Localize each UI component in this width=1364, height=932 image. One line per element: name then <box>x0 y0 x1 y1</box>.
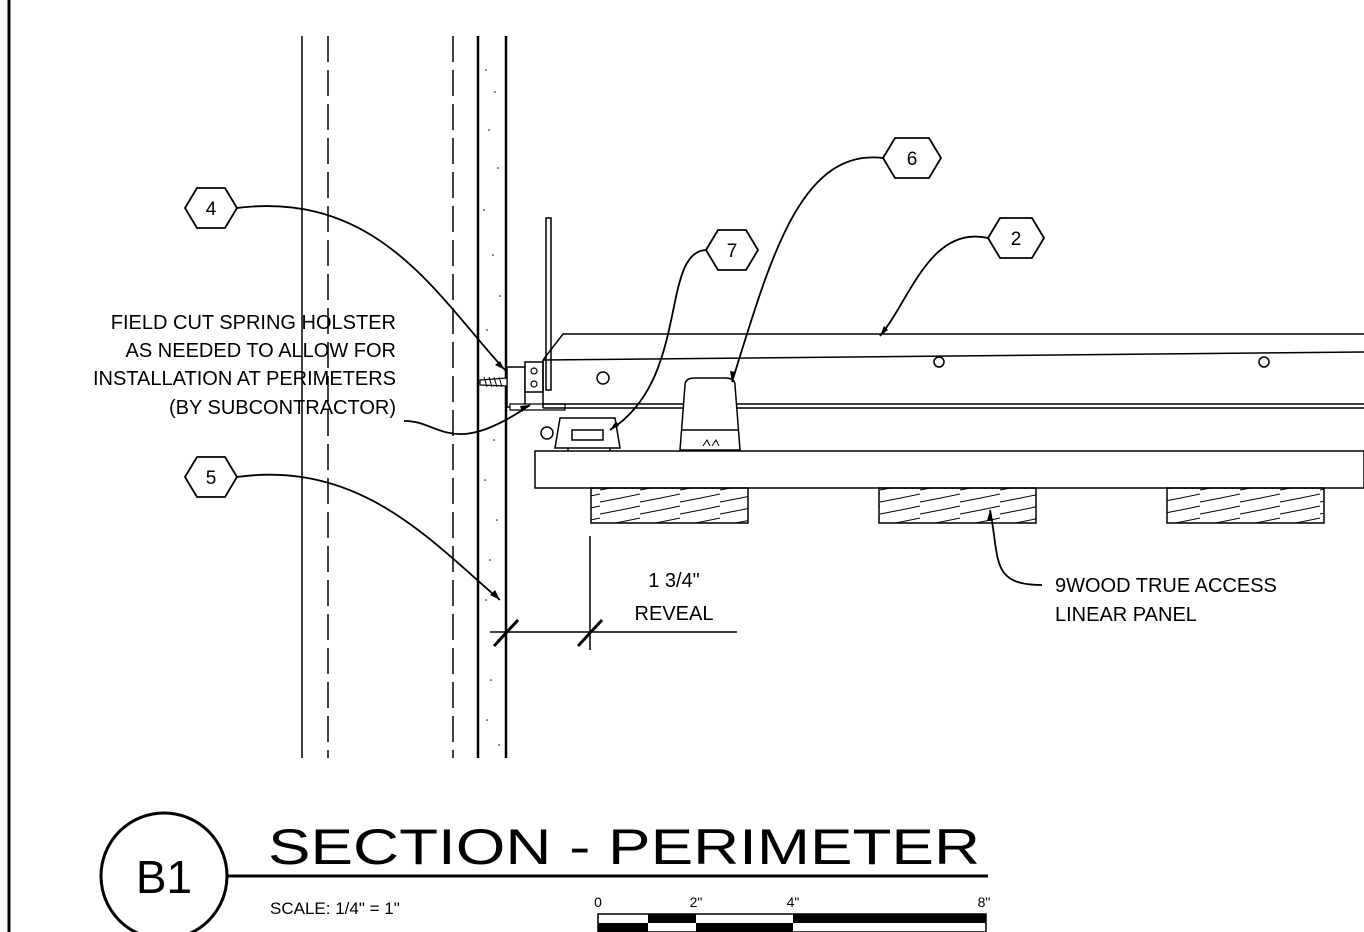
reveal-dimension <box>490 536 737 650</box>
scale-tick-8: 8" <box>978 894 991 910</box>
callout-7: 7 <box>704 229 760 271</box>
callout-5-label: 5 <box>206 468 217 489</box>
wall-stipple <box>483 69 501 746</box>
holster-note-line-1: FIELD CUT SPRING HOLSTER <box>111 312 396 334</box>
perimeter-clip <box>479 217 566 440</box>
callout-6: 6 <box>881 137 943 179</box>
drawing-title: SECTION - PERIMETER <box>268 819 980 875</box>
reveal-note: 1 3/4" REVEAL <box>635 570 714 625</box>
scale-tick-0: 0 <box>594 894 602 910</box>
reveal-note-line-2: REVEAL <box>635 603 714 625</box>
panel-clip <box>679 377 741 451</box>
panel-note-line-1: 9WOOD TRUE ACCESS <box>1055 575 1277 597</box>
scale-tick-4: 4" <box>787 894 800 910</box>
panel-note-line-2: LINEAR PANEL <box>1055 604 1197 626</box>
scale-tick-2: 2" <box>690 894 703 910</box>
linear-panel-face <box>534 450 1364 489</box>
holster-note-line-2: AS NEEDED TO ALLOW FOR <box>126 340 396 362</box>
wood-battens <box>590 487 1325 524</box>
callout-4: 4 <box>183 187 239 229</box>
scale-bar: 0 2" 4" 8" <box>594 894 990 932</box>
callout-5: 5 <box>183 456 239 498</box>
holster-note: FIELD CUT SPRING HOLSTER AS NEEDED TO AL… <box>93 312 396 419</box>
reveal-note-line-1: 1 3/4" <box>648 570 700 592</box>
title-block: B1 SECTION - PERIMETER SCALE: 1/4" = 1" … <box>99 811 990 932</box>
spring-holster <box>554 417 621 452</box>
callout-2: 2 <box>986 217 1046 259</box>
detail-badge-label: B1 <box>136 851 192 903</box>
carrier-rail <box>542 333 1364 409</box>
callout-6-label: 6 <box>907 149 918 170</box>
callout-7-label: 7 <box>727 241 738 262</box>
holster-note-line-3: INSTALLATION AT PERIMETERS <box>93 368 396 390</box>
leader-lines <box>236 156 1043 601</box>
callout-2-label: 2 <box>1011 229 1022 250</box>
wall-section <box>301 36 508 758</box>
leader-arrowheads <box>490 326 993 600</box>
callout-4-label: 4 <box>206 199 217 220</box>
holster-note-line-4: (BY SUBCONTRACTOR) <box>169 397 396 419</box>
scale-text: SCALE: 1/4" = 1" <box>270 899 400 918</box>
panel-note: 9WOOD TRUE ACCESS LINEAR PANEL <box>1055 575 1277 626</box>
